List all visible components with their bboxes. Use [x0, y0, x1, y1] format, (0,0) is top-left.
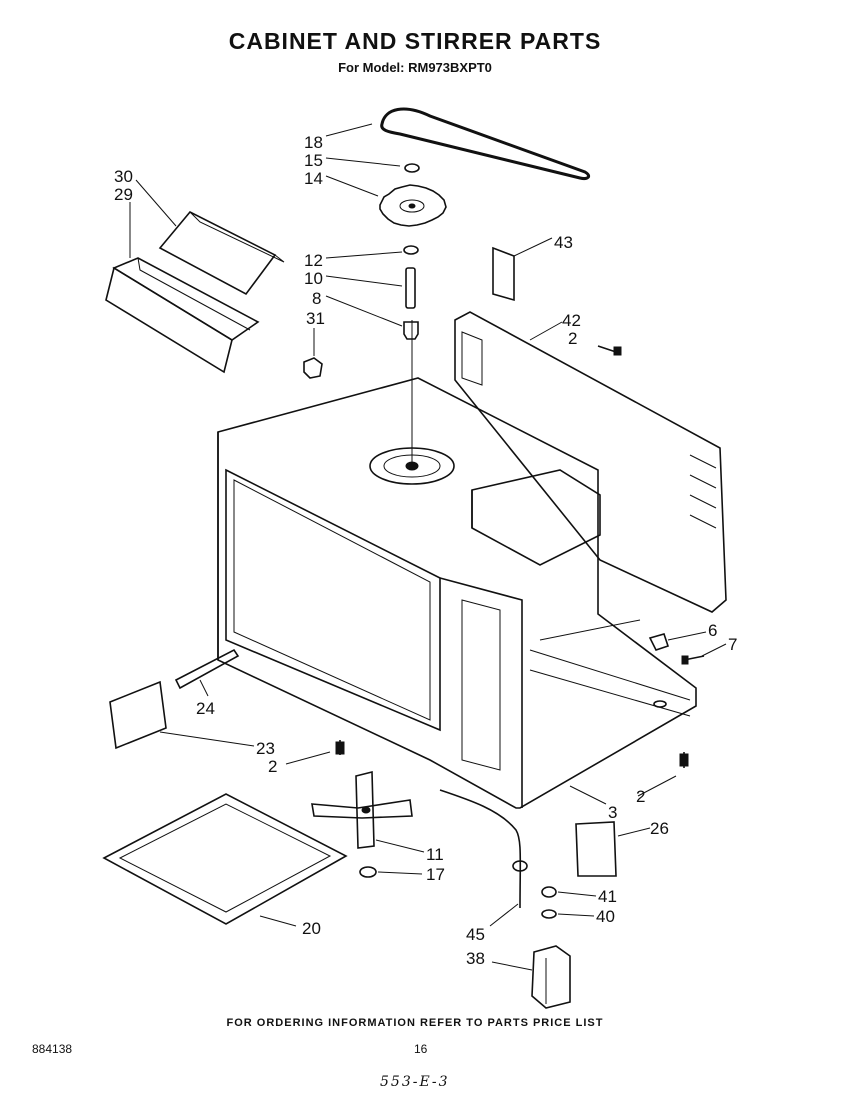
- callout-11: 11: [426, 845, 444, 864]
- part-15-clip: [404, 163, 420, 173]
- part-26-label: [575, 821, 617, 877]
- callout-40: 40: [596, 907, 615, 926]
- part-42-rear-panel: [454, 311, 727, 613]
- callout-14: 14: [304, 169, 323, 188]
- part-24-strip: [174, 648, 240, 690]
- part-38-motor: [531, 945, 571, 1009]
- callout-6: 6: [708, 621, 717, 640]
- part-2-screw-left: [335, 740, 345, 755]
- part-14-pulley: [379, 184, 447, 227]
- callout-31: 31: [306, 309, 325, 328]
- callout-2-top: 2: [568, 329, 577, 348]
- part-6-clip: [648, 633, 670, 651]
- part-2-screw-top: [597, 345, 622, 356]
- callout-3: 3: [608, 803, 617, 822]
- callout-30: 30: [114, 167, 133, 186]
- handwritten-note: 553-E-3: [380, 1074, 450, 1090]
- callout-42: 42: [562, 311, 581, 330]
- callout-8: 8: [312, 289, 321, 308]
- callout-12: 12: [304, 251, 323, 270]
- document-number: 884138: [32, 1042, 73, 1056]
- callout-7: 7: [728, 635, 737, 654]
- callout-45: 45: [466, 925, 485, 944]
- part-7-screw: [681, 655, 705, 665]
- callout-17: 17: [426, 865, 445, 884]
- part-41-nut: [541, 886, 557, 898]
- part-12-washer: [403, 245, 419, 255]
- callout-15: 15: [304, 151, 323, 170]
- callout-24: 24: [196, 699, 215, 718]
- ordering-info-note: FOR ORDERING INFORMATION REFER TO PARTS …: [226, 1017, 604, 1029]
- part-43-bracket: [492, 246, 515, 302]
- page-title: CABINET AND STIRRER PARTS: [228, 28, 602, 54]
- callout-23: 23: [256, 739, 275, 758]
- callout-29: 29: [114, 185, 133, 204]
- page-number: 16: [414, 1042, 428, 1056]
- callout-2-right: 2: [636, 787, 645, 806]
- part-31-clip: [303, 357, 323, 379]
- part-10-shaft: [405, 267, 416, 309]
- part-18-belt: [380, 107, 591, 180]
- part-30-cover: [158, 210, 285, 296]
- part-45-probe: [439, 789, 528, 909]
- part-8-bearing: [403, 321, 419, 340]
- part-23-plate: [109, 680, 167, 750]
- callout-26: 26: [650, 819, 669, 838]
- part-11-stirrer-fan: [311, 770, 413, 849]
- part-40-washer: [541, 909, 557, 919]
- callout-2-left: 2: [268, 757, 277, 776]
- callout-10: 10: [304, 269, 323, 288]
- model-subtitle: For Model: RM973BXPT0: [338, 60, 492, 75]
- part-20-frame: [102, 793, 348, 925]
- part-2-screw-right: [679, 752, 689, 768]
- part-17-nut: [359, 866, 377, 878]
- part-29-duct: [105, 257, 260, 374]
- callout-38: 38: [466, 949, 485, 968]
- callout-41: 41: [598, 887, 617, 906]
- callout-18: 18: [304, 133, 323, 152]
- part-3-cabinet: [217, 320, 697, 809]
- callout-43: 43: [554, 233, 573, 252]
- callout-20: 20: [302, 919, 321, 938]
- leader-lines: [129, 123, 727, 971]
